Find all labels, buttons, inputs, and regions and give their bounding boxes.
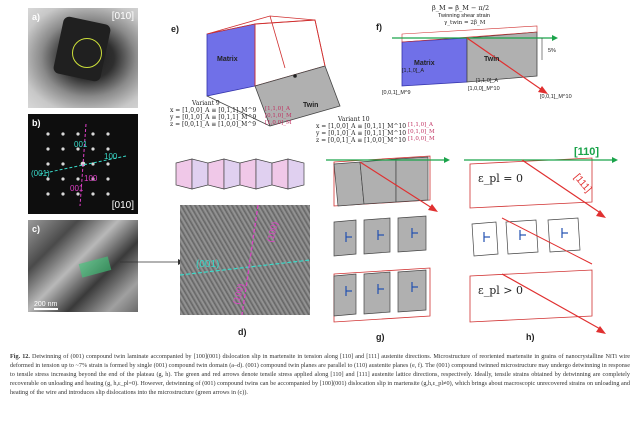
spot-label-1: 001 [74, 140, 88, 149]
panel-e-matrix-label: Matrix [217, 56, 238, 63]
variant-10-row-0: x = [1,0,0]_A ≡ [0,1,1]_M^10 [316, 123, 407, 130]
f-header-2: Twinning shear strain [438, 13, 490, 19]
lattice-3d [206, 15, 341, 127]
panel-g: g) [320, 146, 460, 346]
variant-9-alt-0: [1,1,0]_A [265, 106, 291, 112]
variant-9-alt-1: [0,1,0]_M [265, 113, 292, 119]
figure-caption: Fig. 12. Detwinning of (001) compound tw… [10, 352, 630, 397]
f-label-3: [1,1,0]_A [476, 78, 499, 84]
panel-c-label: c) [32, 224, 41, 234]
panel-e: e) Matrix Twin [165, 6, 365, 156]
panel-b-diffraction: b) 001 100 100 001 (001) [010] [28, 114, 138, 214]
spot-label-3: 100 [84, 174, 98, 183]
panel-d: (001) (100) (100) d) [170, 155, 330, 340]
panel-b-label: b) [32, 118, 41, 128]
panel-g-label: g) [376, 332, 385, 342]
eps-zero-label: ε_pl = 0 [478, 172, 523, 185]
scale-bar-label: 200 nm [34, 301, 58, 308]
panel-e-twin-label: Twin [303, 102, 319, 109]
panel-h-label: h) [526, 332, 535, 342]
laminate-schematic [175, 158, 305, 190]
variant-9-row-1: y = [0,1,0]_A ≡ [0,1,1]_M^9 [170, 114, 257, 121]
variant-10-title: Variant 10 [338, 116, 370, 123]
variant-10-block: Variant 10 x = [1,0,0]_A ≡ [0,1,1]_M^10 … [316, 116, 426, 144]
variant-9-alt-2: [1,0,0]_M [265, 120, 292, 126]
diffraction-spots [39, 123, 127, 207]
caption-fig-number: Fig. 12. [10, 353, 30, 360]
variant-9-row-0: x = [1,0,0]_A ≡ [0,1,1]_M^9 [170, 107, 257, 114]
panel-a-micrograph: a) [010] [28, 8, 138, 108]
detwinning-sequence [326, 155, 450, 323]
variant-10-alt-1: [0,1,0]_M [408, 129, 435, 135]
spot-label-4: 001 [70, 184, 84, 193]
variant-9-block: Variant 9 x = [1,0,0]_A ≡ [0,1,1]_M^9 y … [170, 100, 280, 128]
variant-10-row-2: z = [0,0,1]_A ≡ [1,0,0]_M^10 [316, 137, 406, 144]
variant-9-title: Variant 9 [192, 100, 220, 107]
f-matrix-label: Matrix [414, 60, 435, 67]
selected-area-circle [72, 38, 102, 68]
f-header-1: β_M = β_M − π/2 [432, 4, 490, 12]
hrtem-image: (001) (100) (100) [180, 205, 310, 315]
spot-plane-label: (001) [31, 169, 50, 178]
variant-10-alt-2: [1,0,0]_M [408, 136, 435, 142]
f-label-2: [1,0,0]_M^10 [468, 86, 500, 92]
panel-h: ε_pl = 0 [110] [111] ε_pl > 0 h) [462, 146, 632, 346]
twin-shear-diagram [392, 25, 558, 94]
variant-9-row-2: z = [0,0,1]_A ≡ [1,0,0]_M^9 [170, 121, 257, 128]
panel-d-label: d) [238, 327, 247, 337]
panel-c-micrograph: c) 200 nm [28, 220, 138, 312]
variant-10-alt: [1,1,0]_A [0,1,0]_M [1,0,0]_M [408, 122, 435, 143]
scale-bar [34, 308, 58, 310]
detwinned-state-diagram [464, 157, 618, 334]
panel-e-label: e) [171, 24, 180, 34]
panel-f: β_M = β_M − π/2 Twinning shear strain γ_… [372, 2, 572, 114]
f-label-5: 5% [548, 48, 556, 54]
f-header-3: γ_twin = 2β_M [444, 20, 486, 26]
panel-b-orientation: [010] [111, 200, 134, 211]
eps-pos-label: ε_pl > 0 [478, 284, 523, 297]
variant-10-alt-0: [1,1,0]_A [408, 122, 434, 128]
panel-a-orientation: [010] [111, 11, 134, 22]
variant-10-row-1: y = [0,1,0]_A ≡ [0,1,1]_M^10 [316, 130, 407, 137]
caption-text: Detwinning of (001) compound twin lamina… [10, 353, 631, 396]
spot-label-2: 100 [104, 152, 118, 161]
f-twin-label: Twin [484, 56, 500, 63]
panel-a-label: a) [32, 12, 41, 22]
f-label-0: [1,1,0]_A [402, 68, 425, 74]
f-label-1: [0,0,1]_M^9 [382, 90, 411, 96]
variant-9-alt: [1,1,0]_A [0,1,0]_M [1,0,0]_M [265, 106, 292, 127]
panel-f-label: f) [376, 22, 382, 32]
dir-110-label: [110] [574, 146, 600, 158]
f-label-4: [0,0,1]_M^10 [540, 94, 572, 100]
hrtem-plane-001: (001) [196, 259, 220, 270]
